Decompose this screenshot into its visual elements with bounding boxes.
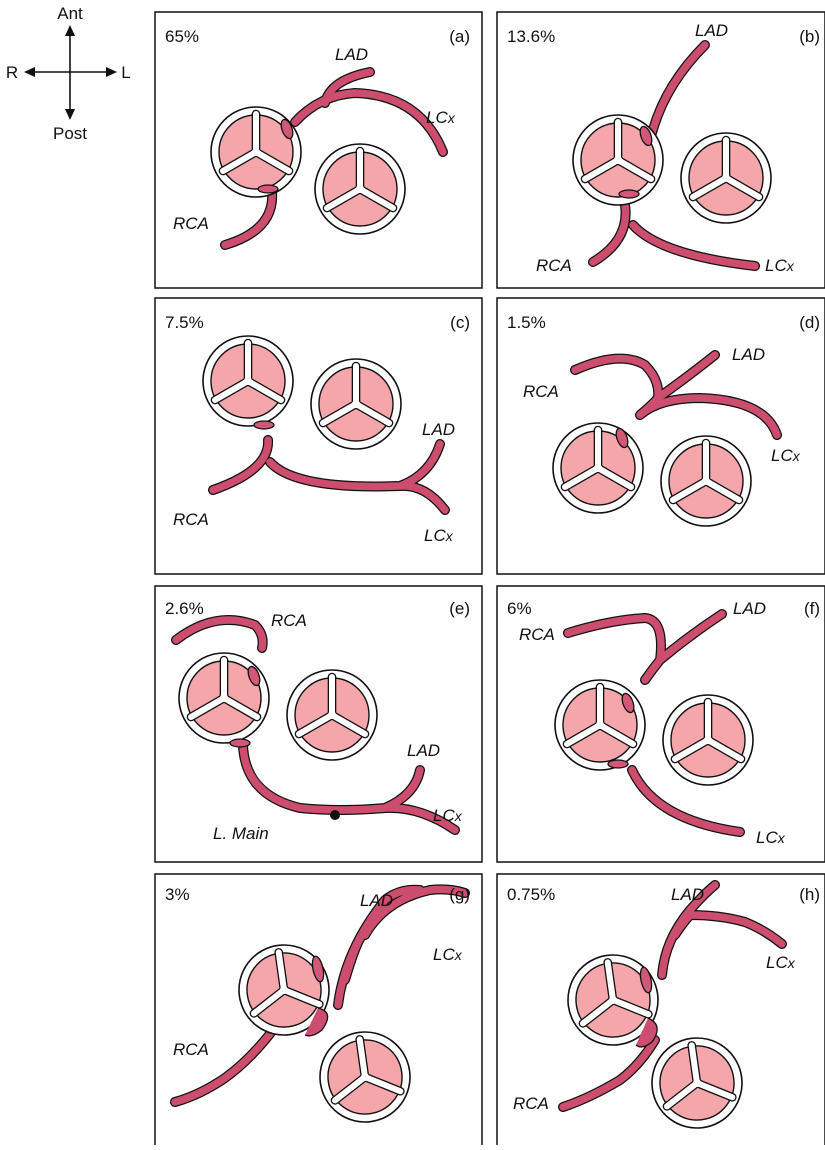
tag-c: (c) [450,313,470,332]
tag-h: (h) [799,885,820,904]
label-lmain-e: L. Main [213,824,269,843]
right-label: R [6,63,18,82]
label-lcx-d: LCx [771,446,801,465]
tag-f: (f) [804,599,820,618]
label-lcx-c: LCx [424,526,454,545]
label-rca-d: RCA [523,382,559,401]
label-lcx-e: LCx [433,806,463,825]
panel-e: 2.6% (e) RCA LAD LCx L. Main [155,586,482,862]
label-lcx-f: LCx [756,828,786,847]
label-lad-d: LAD [732,345,765,364]
label-lad-a: LAD [335,45,368,64]
panel-c: 7.5% (c) LAD RCA LCx [155,298,482,574]
label-lad-e: LAD [407,741,440,760]
percent-a: 65% [165,27,199,46]
panel-h: 0.75% (h) LAD LCx RCA [497,874,825,1145]
label-lcx-a: LCx [426,108,456,127]
panel-b: 13.6% (b) LAD RCA LCx [497,12,825,288]
tag-g: (g) [449,885,470,904]
label-lad-b: LAD [695,21,728,40]
tag-b: (b) [799,27,820,46]
tag-d: (d) [799,313,820,332]
label-lcx-g: LCx [433,945,463,964]
label-rca-b: RCA [536,256,572,275]
label-lad-c: LAD [422,420,455,439]
percent-d: 1.5% [507,313,546,332]
label-rca-g: RCA [173,1040,209,1059]
label-lad-g: LAD [360,891,393,910]
tag-e: (e) [449,599,470,618]
panel-d: 1.5% (d) LAD RCA LCx [497,298,825,574]
label-rca-c: RCA [173,510,209,529]
percent-h: 0.75% [507,885,555,904]
label-rca-h: RCA [513,1094,549,1113]
posterior-label: Post [53,124,87,143]
panel-a: 65% (a) LAD LCx RCA [155,12,482,288]
orientation-compass: Ant Post R L [6,4,131,143]
tag-a: (a) [449,27,470,46]
label-rca-e: RCA [271,611,307,630]
percent-b: 13.6% [507,27,555,46]
label-rca-a: RCA [173,214,209,233]
anterior-label: Ant [57,4,83,23]
label-lad-h: LAD [671,885,704,904]
percent-f: 6% [507,599,532,618]
label-lcx-b: LCx [765,256,795,275]
percent-e: 2.6% [165,599,204,618]
panel-f: 6% (f) LAD RCA LCx [497,586,825,862]
left-label: L [121,63,130,82]
percent-g: 3% [165,885,190,904]
label-lcx-h: LCx [766,953,796,972]
label-lad-f: LAD [733,599,766,618]
panel-g: 3% (g) LAD LCx RCA [155,815,482,1145]
percent-c: 7.5% [165,313,204,332]
label-rca-f: RCA [519,625,555,644]
